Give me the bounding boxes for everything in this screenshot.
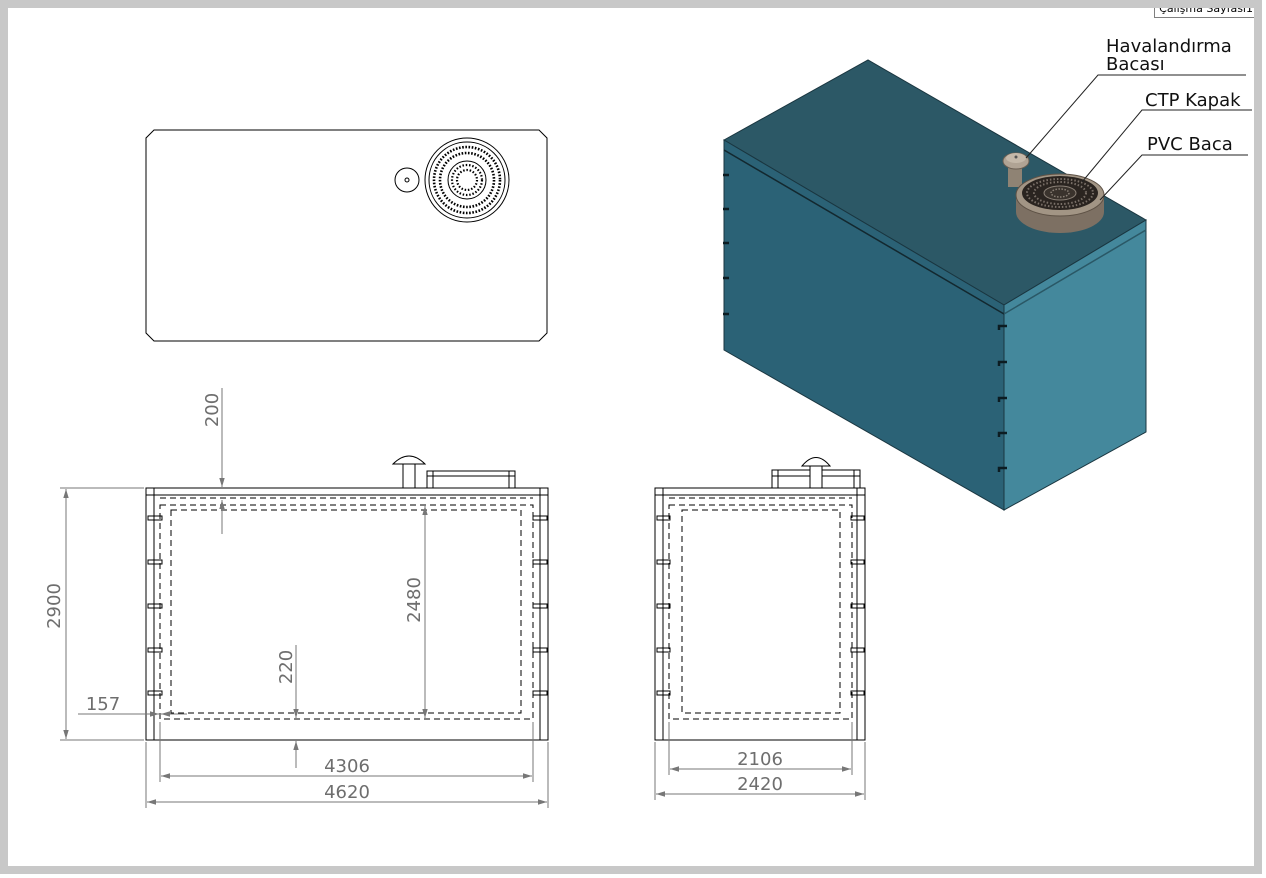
clips-left — [147, 515, 163, 696]
side-dimensions — [654, 722, 866, 800]
top-view — [145, 129, 548, 342]
iso-clips-corner — [997, 324, 1007, 472]
dim-220: 220 — [276, 650, 297, 684]
callout-labels: Havalandırma Bacası CTP Kapak PVC Baca — [1106, 36, 1241, 155]
callout-vent-line1: Havalandırma — [1106, 36, 1232, 57]
dim-2106: 2106 — [737, 749, 783, 770]
side-dimension-labels: 2106 2420 — [737, 749, 783, 795]
cover-front — [426, 470, 516, 489]
dim-4620: 4620 — [324, 782, 370, 803]
ctp-cover-iso — [1015, 173, 1105, 233]
vent-stack-iso — [1002, 152, 1030, 187]
clips-side-right — [850, 515, 865, 696]
callout-leaders — [1025, 74, 1252, 201]
pvc-stack-topview — [424, 137, 510, 223]
callout-ctp-cover: CTP Kapak — [1145, 90, 1241, 111]
front-dimension-labels: 4620 4306 2900 200 2480 220 157 — [44, 393, 425, 803]
clips-side-left — [656, 515, 671, 696]
front-dimensions — [60, 388, 549, 808]
dim-200: 200 — [202, 393, 223, 427]
dim-4306: 4306 — [324, 756, 370, 777]
vent-cap-side — [800, 457, 832, 489]
dim-2900: 2900 — [44, 583, 65, 629]
front-view — [145, 455, 549, 741]
dim-2480: 2480 — [404, 577, 425, 623]
vent-cap-front — [391, 455, 427, 489]
dim-2420: 2420 — [737, 774, 783, 795]
side-view — [654, 457, 866, 741]
clips-right — [532, 515, 548, 696]
isometric-view — [722, 59, 1252, 511]
dim-157: 157 — [86, 694, 120, 715]
callout-vent-line2: Bacası — [1106, 54, 1165, 75]
iso-clips-left — [723, 173, 729, 316]
callout-pvc-stack: PVC Baca — [1147, 134, 1233, 155]
